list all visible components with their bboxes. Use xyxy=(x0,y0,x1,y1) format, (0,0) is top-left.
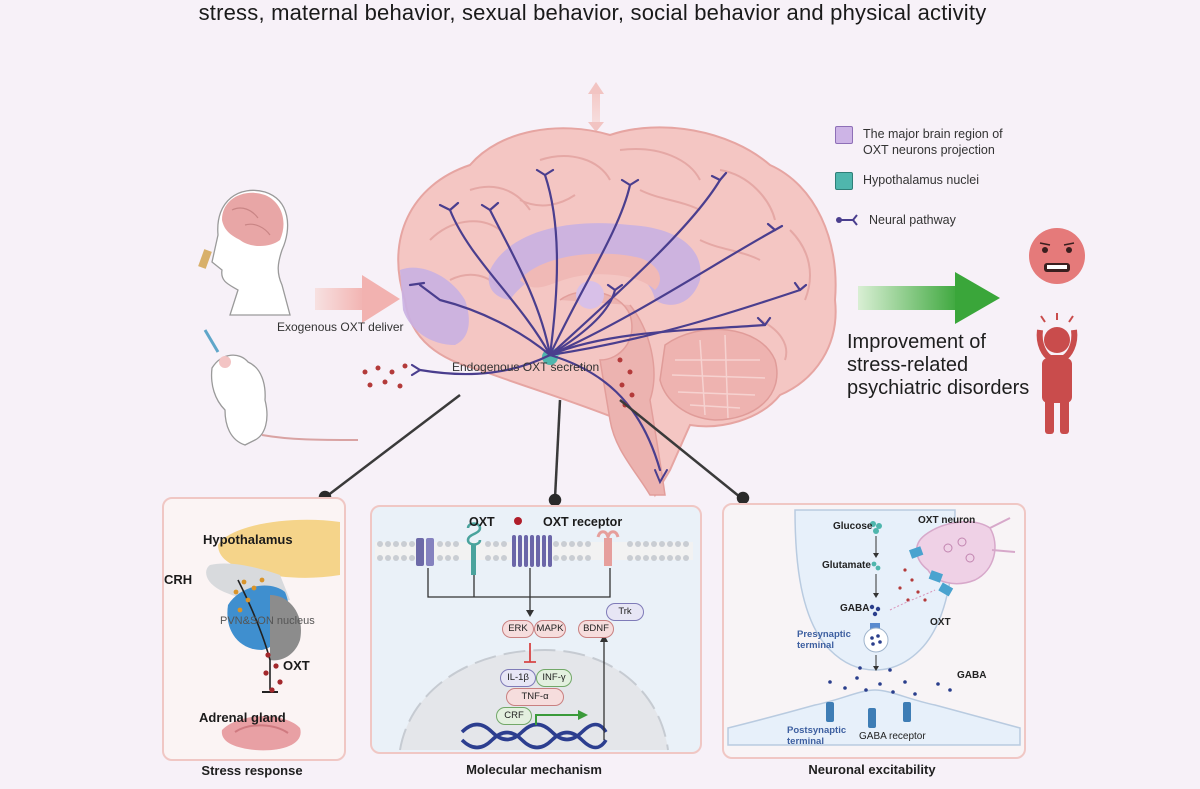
oxt-neuron-label: OXT neuron xyxy=(918,515,976,526)
gaba-receptor-label: GABA receptor xyxy=(859,731,926,742)
legend-swatch-teal xyxy=(835,172,853,190)
page-title: stress, maternal behavior, sexual behavi… xyxy=(198,0,987,25)
infg-pill: INF-γ xyxy=(536,669,572,687)
human-head-illustration xyxy=(198,189,291,316)
glutamate-label: Glutamate xyxy=(822,560,871,571)
legend-item-projection-region: The major brain region of OXT neurons pr… xyxy=(835,126,1023,158)
gaba-label-released: GABA xyxy=(957,670,987,681)
rat-illustration xyxy=(203,329,359,446)
distressed-face-icon xyxy=(1029,228,1085,284)
glucose-label: Glucose xyxy=(833,521,873,532)
legend-label: The major brain region of OXT neurons pr… xyxy=(863,127,1003,157)
erk-pill: ERK xyxy=(502,620,534,638)
panel-title-neuronal: Neuronal excitability xyxy=(808,762,936,777)
exogenous-arrow xyxy=(315,275,400,323)
brain-illustration xyxy=(397,126,837,498)
improvement-arrow xyxy=(858,272,1000,324)
legend-item-hypothalamus: Hypothalamus nuclei xyxy=(835,172,979,190)
panel-neuronal-excitability xyxy=(722,503,1026,759)
legend-label: Hypothalamus nuclei xyxy=(863,173,980,187)
neural-pathway-icon xyxy=(836,214,858,226)
feedback-double-arrow xyxy=(588,82,604,132)
trk-pill: Trk xyxy=(606,603,644,621)
tnfa-pill: TNF-α xyxy=(506,688,564,706)
exogenous-label: Exogenous OXT deliver xyxy=(277,320,404,334)
il1b-pill: IL-1β xyxy=(500,669,536,687)
panel-title-molecular: Molecular mechanism xyxy=(466,762,602,777)
legend-item-pathway: Neural pathway xyxy=(835,212,956,228)
gaba-label-pre: GABA xyxy=(840,603,870,614)
nucleus-label: PVN&SON nucleus xyxy=(220,615,315,627)
crh-label: CRH xyxy=(164,572,193,587)
neural-pathways xyxy=(408,168,808,485)
mapk-pill: MAPK xyxy=(534,620,566,638)
oxt-label-neuronal: OXT xyxy=(930,617,951,628)
oxt-label-stress: OXT xyxy=(283,658,310,673)
oxt-receptor-label: OXT receptor xyxy=(543,515,623,529)
legend-swatch-violet xyxy=(835,126,853,144)
panel-title-stress: Stress response xyxy=(201,763,303,778)
bdnf-pill: BDNF xyxy=(578,620,614,638)
legend-label: Neural pathway xyxy=(869,213,956,227)
presynaptic-label: Presynaptic terminal xyxy=(797,629,851,651)
stressed-person-icon xyxy=(1036,313,1078,434)
endogenous-label: Endogenous OXT secretion xyxy=(452,360,600,374)
postsynaptic-label: Postsynaptic terminal xyxy=(787,725,847,747)
adrenal-label: Adrenal gland xyxy=(199,710,286,725)
outcome-text: Improvement of stress-related psychiatri… xyxy=(847,331,1030,399)
crf-pill: CRF xyxy=(496,707,532,725)
hypothalamus-label: Hypothalamus xyxy=(203,532,293,547)
oxt-label-molecular: OXT xyxy=(469,515,495,529)
